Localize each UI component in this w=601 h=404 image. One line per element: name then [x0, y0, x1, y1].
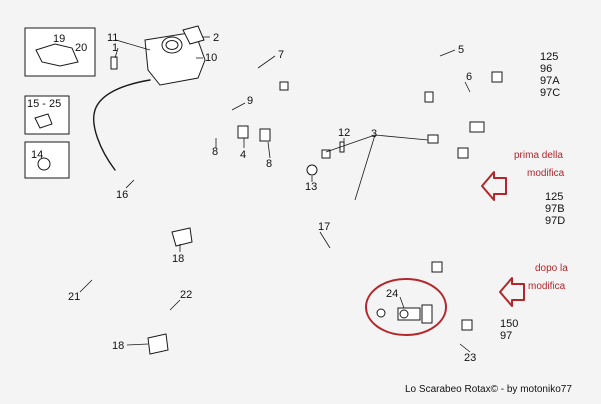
- callout-19: 19: [53, 33, 65, 45]
- clamp-23a: [431, 261, 443, 273]
- callout-18-upper: 18: [172, 253, 184, 265]
- callout-numbers: 1 2 3 4 5 6 7 8 8 9 10 11 12 13 14 15 - …: [27, 32, 476, 364]
- callout-20: 20: [75, 42, 87, 54]
- hose-17: [144, 144, 521, 256]
- bracket-19-20: [35, 43, 79, 67]
- radiator-cap: [182, 25, 205, 45]
- callout-16: 16: [116, 189, 128, 201]
- callout-2: 2: [213, 32, 219, 44]
- clamp-6: [491, 71, 503, 83]
- model-top-2: 96: [540, 63, 552, 75]
- callout-5: 5: [458, 44, 464, 56]
- bracket-18-upper: [171, 227, 193, 247]
- callout-17: 17: [318, 221, 330, 233]
- callout-13: 13: [305, 181, 317, 193]
- clamp-3b: [427, 134, 439, 144]
- model-group-bottom: 150 97: [500, 318, 518, 342]
- inset-14: [24, 141, 70, 179]
- callout-21: 21: [68, 291, 80, 303]
- connector-8: [259, 128, 271, 142]
- callout-18-lower: 18: [112, 340, 124, 352]
- clip-15-25: [34, 113, 53, 129]
- inset-15-25: [24, 95, 70, 135]
- callout-8b: 8: [266, 158, 272, 170]
- hose-group: [79, 24, 521, 366]
- callout-15-25: 15 - 25: [27, 98, 61, 110]
- nut-13: [306, 164, 318, 176]
- hose-5: [404, 24, 447, 146]
- modification-highlight-ring: [365, 278, 447, 336]
- model-top-3: 97A: [540, 75, 560, 87]
- model-top-1: 125: [540, 51, 558, 63]
- callout-4: 4: [240, 149, 246, 161]
- clamp-5: [424, 91, 434, 103]
- callout-7: 7: [278, 49, 284, 61]
- clamp-3a: [321, 149, 331, 159]
- model-top-4: 97C: [540, 87, 560, 99]
- bolt-11: [110, 56, 118, 70]
- fitting-24: [397, 304, 433, 324]
- bracket-18-lower: [147, 333, 169, 355]
- callout-12: 12: [338, 127, 350, 139]
- hose-8: [202, 128, 304, 144]
- model-middle-1: 125: [545, 191, 563, 203]
- model-bottom-1: 150: [500, 318, 518, 330]
- callout-6: 6: [466, 71, 472, 83]
- model-group-top: 125 96 97A 97C: [540, 51, 560, 99]
- clamp-23b: [461, 319, 473, 331]
- credit-text: Lo Scarabeo Rotax© - by motoniko77: [405, 384, 572, 395]
- model-group-middle: 125 97B 97D: [545, 191, 565, 227]
- parts-group: [110, 25, 503, 355]
- model-bottom-2: 97: [500, 330, 512, 342]
- callout-10: 10: [205, 52, 217, 64]
- expansion-tank: [144, 31, 206, 86]
- callout-23: 23: [464, 352, 476, 364]
- annotation-before-line1: prima della: [514, 150, 563, 161]
- inset-19-20: [24, 27, 96, 77]
- hose-3: [315, 122, 473, 208]
- clamp-17: [457, 147, 469, 159]
- callout-1: 1: [112, 42, 118, 54]
- model-middle-3: 97D: [545, 215, 565, 227]
- callout-22: 22: [180, 289, 192, 301]
- leader-lines: [79, 36, 471, 353]
- hose-23: [425, 266, 490, 350]
- callout-24: 24: [386, 288, 398, 300]
- callout-3: 3: [371, 128, 377, 140]
- clamp-14: [37, 157, 51, 171]
- hose-22: [79, 219, 446, 366]
- arrow-after-modification: [499, 277, 525, 307]
- annotation-before-line2: modifica: [527, 168, 565, 179]
- annotation-after-line2: modifica: [528, 281, 566, 292]
- connector-4: [237, 125, 249, 139]
- callout-9: 9: [247, 95, 253, 107]
- model-middle-2: 97B: [545, 203, 565, 215]
- bracket-3: [469, 121, 485, 133]
- hose-9: [214, 88, 244, 129]
- clamp-7: [279, 81, 289, 91]
- callout-8a: 8: [212, 146, 218, 158]
- arrow-before-modification: [481, 171, 507, 201]
- callout-11: 11: [107, 32, 118, 44]
- callout-14: 14: [31, 149, 43, 161]
- annotation-after-line1: dopo la: [535, 263, 568, 274]
- fitting-24-seal: [376, 308, 386, 318]
- hose-6: [440, 73, 517, 113]
